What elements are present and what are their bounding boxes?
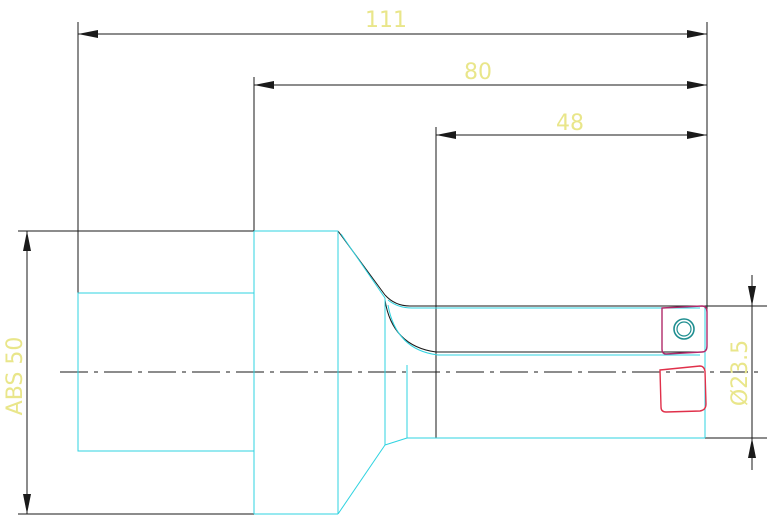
arrow-111-right (687, 30, 707, 38)
tool-body-upper-outline (18, 230, 700, 353)
arrow-80-left (254, 81, 274, 89)
insert-top-outline (661, 305, 708, 355)
dim-text-111: 111 (365, 8, 407, 33)
arrow-dia-top (748, 286, 756, 306)
arrow-abs50-top (23, 231, 31, 251)
arrow-48-left (436, 131, 456, 139)
insert-bottom (659, 365, 707, 413)
dim-text-abs50: ABS 50 (3, 337, 28, 416)
dim-text-dia: Ø23.5 (728, 340, 753, 406)
arrow-111-left (78, 30, 98, 38)
arrow-80-right (687, 81, 707, 89)
insert-bottom-outline (659, 365, 707, 413)
tool-body-cyan-outline (77, 230, 706, 515)
insert-top (661, 305, 708, 355)
dim-text-48: 48 (556, 111, 584, 136)
flute-cyan-lower (387, 304, 700, 356)
cutter-bottom (384, 437, 408, 446)
cone-lower (337, 444, 386, 515)
screw-outer (673, 318, 695, 340)
flute-curve-upper (384, 294, 700, 307)
arrow-dia-bottom (748, 438, 756, 458)
arrow-48-right (687, 131, 707, 139)
flute-cyan-upper (387, 299, 700, 309)
dimension-lines (18, 22, 767, 515)
dimension-arrows (23, 30, 756, 514)
screw-inner (676, 321, 692, 337)
cone-upper-cyan (340, 233, 386, 299)
arrow-abs50-bottom (23, 494, 31, 514)
flute-curve-lower (384, 299, 700, 353)
dim-text-80: 80 (464, 60, 492, 85)
